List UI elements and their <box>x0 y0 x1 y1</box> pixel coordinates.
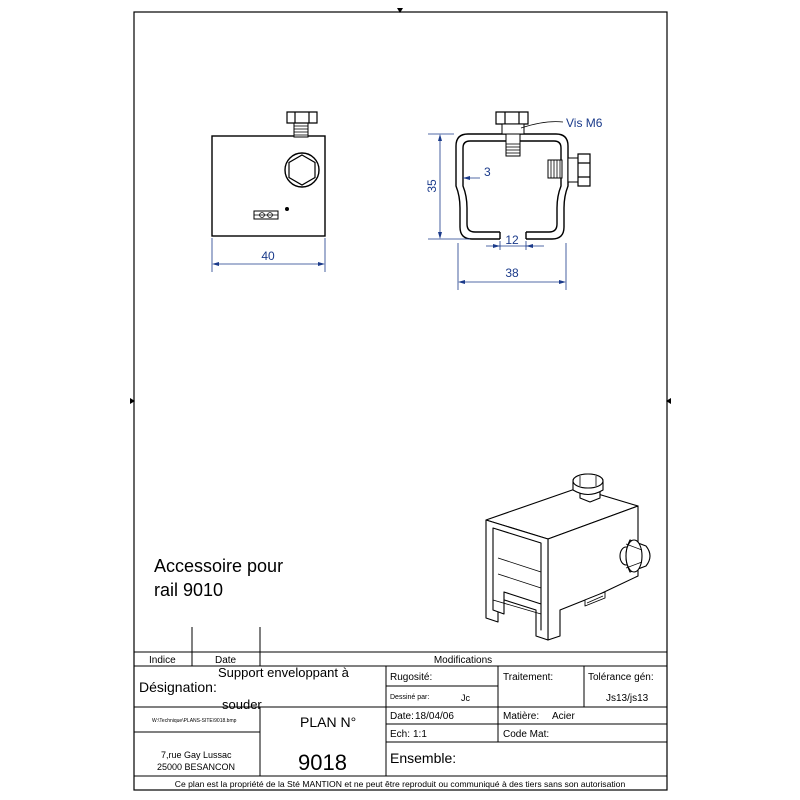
callout-leader <box>520 121 564 129</box>
section-side-thread <box>547 159 563 179</box>
ech-label: Ech: <box>390 729 410 740</box>
section-side-screw-head <box>577 153 591 187</box>
header-date: Date <box>215 655 237 666</box>
iso-side-screw-head <box>625 539 643 573</box>
dim-height: 35 <box>425 179 439 193</box>
date-label: Date: <box>390 711 414 722</box>
dessine-label: Dessiné par: <box>390 694 429 701</box>
center-mark-left <box>130 398 135 404</box>
iso-side-face <box>547 505 639 641</box>
plan-label: PLAN N° <box>300 714 356 730</box>
front-side-screw-circle <box>284 152 320 188</box>
matiere-label: Matière: <box>503 711 539 722</box>
section-side-nut <box>567 157 579 183</box>
front-screw-head <box>286 111 318 124</box>
center-mark-right <box>666 398 671 404</box>
dim-wall: 3 <box>484 165 491 179</box>
address-line-1: 7,rue Gay Lussac <box>161 750 232 760</box>
isometric-view <box>485 473 651 641</box>
code-mat-label: Code Mat: <box>503 729 549 740</box>
front-view-body <box>211 135 326 237</box>
section-screw-head <box>495 111 529 125</box>
header-indice: Indice <box>149 655 176 666</box>
header-modifications: Modifications <box>434 655 492 666</box>
center-mark-top <box>397 8 403 13</box>
ech-value: 1:1 <box>413 729 427 740</box>
ensemble-label: Ensemble: <box>390 750 456 766</box>
section-view: Vis M6 35 3 12 38 <box>425 111 603 290</box>
caption-line-2: rail 9010 <box>154 580 223 600</box>
iso-weld-mark <box>584 591 606 607</box>
date-value: 18/04/06 <box>415 711 454 722</box>
title-block: Indice Date Modifications Désignation: S… <box>134 627 667 789</box>
designation-label: Désignation: <box>139 679 217 695</box>
caption-line-1: Accessoire pour <box>154 556 283 576</box>
iso-top-screw-head <box>572 473 604 489</box>
callout-vis-m6: Vis M6 <box>566 116 603 130</box>
address-line-2: 25000 BESANCON <box>157 762 235 772</box>
dessine-value: Jc <box>461 693 471 703</box>
plan-number: 9018 <box>298 750 347 775</box>
footer-notice: Ce plan est la propriété de la Sté MANTI… <box>175 779 626 789</box>
dim-slot: 12 <box>505 233 519 247</box>
dim-width-front: 40 <box>261 249 275 263</box>
dim-width-section: 38 <box>505 266 519 280</box>
front-view: 40 <box>211 111 326 272</box>
file-path: W:\Technique\PLANS-SITE\9018.bmp <box>152 718 237 724</box>
weld-dot <box>285 207 289 211</box>
designation-value-1: Support enveloppant à <box>218 665 350 680</box>
rugosite-label: Rugosité: <box>390 672 432 683</box>
section-top-nut <box>501 123 525 135</box>
tolerance-value: Js13/js13 <box>606 693 649 704</box>
traitement-label: Traitement: <box>503 672 553 683</box>
matiere-value: Acier <box>552 711 575 722</box>
iso-front-inner <box>492 527 542 631</box>
front-side-screw-hex <box>288 154 316 186</box>
tolerance-label: Tolérance gén: <box>588 672 654 683</box>
designation-value-2: souder <box>222 697 262 712</box>
